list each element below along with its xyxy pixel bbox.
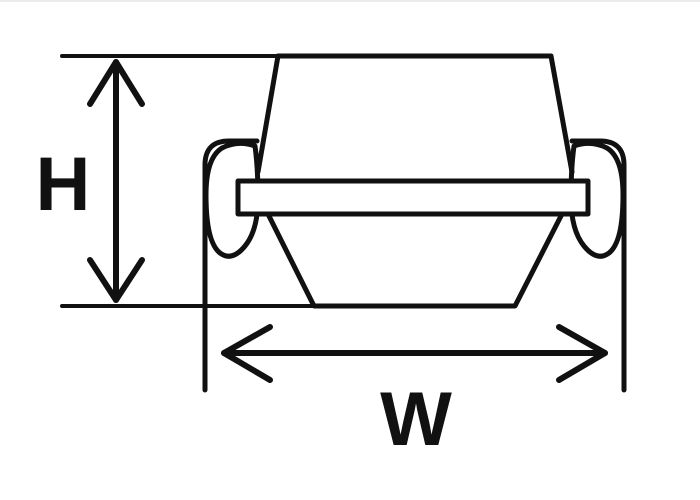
left-roller-bracket [202, 138, 260, 393]
lower-tray-body [265, 211, 565, 309]
axle-bar [235, 178, 591, 217]
height-label: H [36, 142, 91, 227]
height-arrow-head-top [87, 59, 145, 107]
width-arrow-head-right [556, 324, 608, 383]
width-label: W [380, 377, 452, 462]
height-arrow-head-bottom [87, 257, 145, 303]
upper-tray-body [255, 53, 575, 175]
right-roller-bracket [569, 138, 627, 393]
width-arrow-head-left [221, 324, 273, 383]
top-border [0, 0, 700, 2]
